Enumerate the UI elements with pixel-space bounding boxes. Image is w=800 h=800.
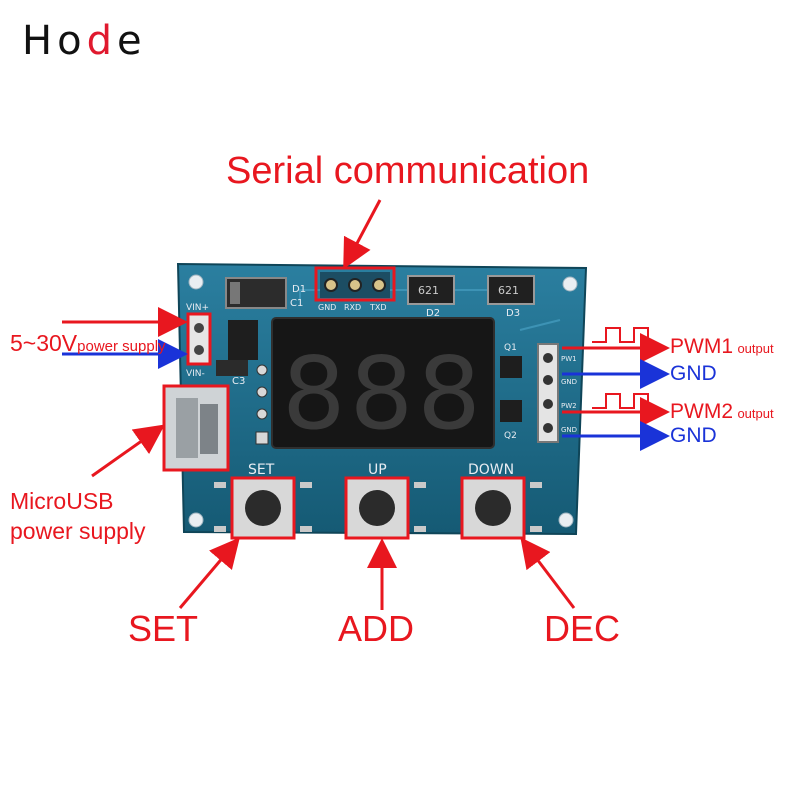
silk-diode-code-2: 621 [498,284,519,297]
regulator-ic [228,320,258,360]
mount-hole [188,274,204,290]
dec-label: DEC [544,608,621,649]
add-label: ADD [338,608,415,649]
silk-pw1: PW1 [561,355,577,363]
capacitor-c3 [216,360,248,376]
power-voltage-label: 5~30V [10,330,78,356]
gnd2-label: GND [670,424,717,447]
silk-q1: Q1 [504,343,517,353]
silk-d3: D3 [506,308,520,319]
set-label: SET [128,608,199,649]
silk-q2: Q2 [504,431,517,441]
pwm2-text: PWM2 [670,400,733,423]
arrow-microusb [91,424,165,478]
pwm2-label: PWM2 output [670,400,774,424]
pwm1-label: PWM1 output [670,335,774,359]
mount-hole [558,512,574,528]
power-label: 5~30Vpower supply [10,330,166,357]
silk-gnd-a: GND [561,378,577,386]
brand-text-end: e [116,18,147,64]
arrow-set [178,537,240,609]
silk-d1: D1 [292,284,306,295]
display-digits: 888 [282,335,485,452]
pwm2-output-text: output [737,406,774,421]
gnd1-label: GND [670,362,717,385]
microusb-label-line2: power supply [10,518,146,544]
arrow-serial [343,199,382,270]
microusb-label-line1: MicroUSB [10,488,114,514]
brand-text-start: Ho [22,18,87,64]
silk-txd: TXD [369,303,387,312]
vin-terminal [186,312,212,366]
silk-vin-minus: VIN- [186,369,205,379]
arrow-dec [520,537,576,609]
transistor-q2 [500,400,522,422]
diode-d2 [407,275,455,305]
silk-pw2: PW2 [561,402,577,410]
pwm1-text: PWM1 [670,335,733,358]
diode-d3 [487,275,535,305]
silk-btn-set: SET [248,462,275,478]
power-supply-label: power supply [77,338,166,355]
brand-logo: Hode [22,18,147,64]
pwm-header [537,343,559,443]
silk-gnd-b: GND [561,426,577,434]
pwm1-output-text: output [737,341,774,356]
mount-hole [188,512,204,528]
silk-c1: C1 [290,298,303,309]
serial-communication-label: Serial communication [226,150,590,192]
seven-segment-display [271,317,495,449]
pin-rxd [348,278,362,292]
pin-gnd [324,278,338,292]
silk-d2: D2 [426,308,440,319]
pwm2-waveform-icon [592,393,649,409]
silk-btn-up: UP [368,462,387,478]
pwm1-waveform-icon [592,327,649,343]
mount-hole [562,276,578,292]
silk-vin-plus: VIN+ [186,303,209,313]
silk-diode-code-1: 621 [418,284,439,297]
silk-c3: C3 [232,376,245,387]
brand-text-dot: d [86,18,117,64]
silk-rxd: RXD [344,303,361,312]
silk-gnd: GND [318,303,336,312]
transistor-q1 [500,356,522,378]
silk-btn-down: DOWN [468,462,514,478]
pin-txd [372,278,386,292]
